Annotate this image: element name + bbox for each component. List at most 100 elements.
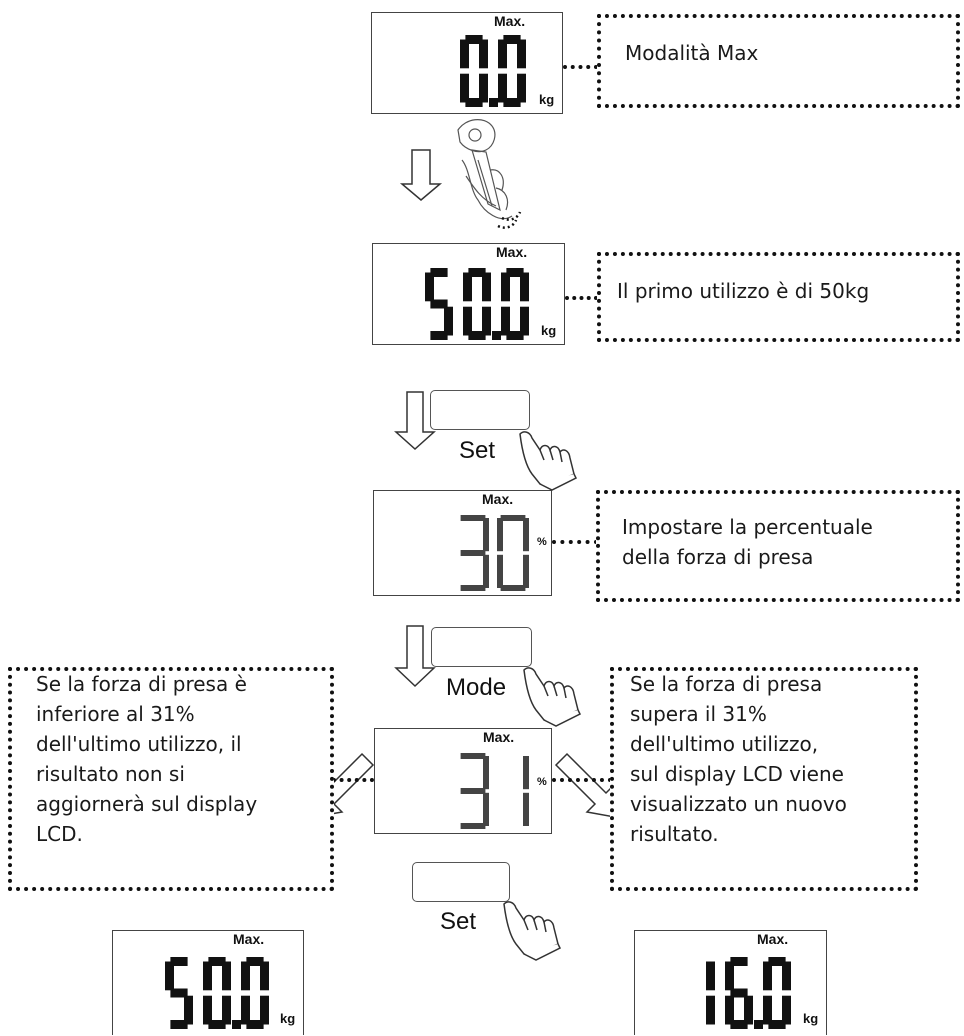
lcd-segment (170, 988, 188, 998)
lcd-segment (523, 756, 529, 790)
lcd-segment (203, 995, 212, 1025)
note-below-threshold: Se la forza di presa è inferiore al 31% … (8, 667, 334, 891)
lcd-segment (500, 515, 526, 521)
lcd-segment (744, 995, 753, 1025)
lcd-segment (468, 331, 486, 340)
mode-button[interactable] (431, 627, 532, 667)
lcd-segment (260, 961, 269, 991)
dotted-border-segment (8, 667, 334, 671)
lcd-segment (763, 961, 772, 991)
lcd-segment (170, 957, 188, 966)
note-text: Se la forza di presa supera il 31% dell'… (630, 672, 847, 846)
unit-label: % (537, 536, 547, 548)
lcd-segment (465, 35, 483, 44)
max-label: Max. (494, 13, 526, 29)
lcd-segment (246, 1020, 264, 1029)
lcd-segment (460, 73, 469, 103)
lcd-segment (463, 306, 472, 336)
lcd-segment (706, 961, 715, 991)
lcd-segment (430, 299, 448, 309)
lcd-segment (222, 995, 231, 1025)
max-label: Max. (482, 491, 514, 507)
lcd-segment (730, 1020, 748, 1029)
unit-label: kg (280, 1011, 296, 1026)
lcd-display-not-updated: Max. kg (112, 930, 304, 1035)
lcd-segment (460, 753, 486, 759)
note-text: Il primo utilizzo è di 50kg (617, 279, 870, 303)
max-label: Max. (757, 931, 789, 947)
lcd-segment (460, 788, 486, 794)
lcd-segment (782, 995, 791, 1025)
lcd-digits (706, 957, 791, 1029)
lcd-segment (730, 957, 748, 966)
lcd-segment (520, 306, 529, 336)
lcd-segment (460, 585, 486, 591)
lcd-segment (482, 306, 491, 336)
lcd-segment (497, 554, 503, 588)
note-max-mode: Modalità Max (597, 14, 960, 108)
dotted-connector (563, 65, 598, 69)
down-arrow-icon (394, 391, 436, 451)
lcd-digits (165, 957, 269, 1029)
lcd-segment (460, 39, 469, 69)
note-text: Modalità Max (625, 41, 759, 65)
lcd-segment (725, 995, 734, 1025)
lcd-segment (754, 1020, 763, 1029)
lcd-digits (425, 268, 529, 340)
lcd-segment (498, 39, 507, 69)
lcd-segment (479, 39, 488, 69)
dotted-border-segment (610, 667, 614, 891)
lcd-segment (241, 961, 250, 991)
lcd-digits (460, 35, 526, 107)
lcd-segment (260, 995, 269, 1025)
lcd-segment (501, 272, 510, 302)
lcd-segment (500, 585, 526, 591)
lcd-segment (730, 988, 748, 998)
lcd-segment (498, 73, 507, 103)
lcd-display-new-result: Max. kg (634, 930, 827, 1035)
lcd-segment (482, 272, 491, 302)
dotted-border-segment (330, 667, 334, 891)
dotted-connector (552, 540, 598, 544)
lcd-display-max-mode: Max. kg (371, 12, 563, 114)
lcd-segment (492, 331, 501, 340)
lcd-segment (497, 518, 503, 552)
max-label: Max. (233, 931, 265, 947)
dotted-connector (552, 778, 612, 782)
lcd-segment (520, 272, 529, 302)
lcd-digits (460, 753, 529, 829)
lcd-segment (483, 554, 489, 588)
lcd-segment (444, 306, 453, 336)
set-button[interactable] (412, 862, 510, 902)
lcd-segment (763, 995, 772, 1025)
finger-press-icon (503, 901, 562, 961)
lcd-segment (523, 554, 529, 588)
lcd-segment (184, 995, 193, 1025)
lcd-segment (463, 272, 472, 302)
lcd-display-threshold: Max. % (374, 728, 552, 834)
dotted-border-segment (610, 667, 918, 671)
lcd-segment (503, 35, 521, 44)
note-first-use: Il primo utilizzo è di 50kg (597, 252, 960, 342)
lcd-segment (483, 756, 489, 790)
lcd-segment (523, 792, 529, 826)
lcd-segment (246, 957, 264, 966)
lcd-segment (165, 961, 174, 991)
lcd-segment (489, 98, 498, 107)
lcd-segment (725, 961, 734, 991)
note-text: Impostare la percentuale della forza di … (622, 515, 873, 569)
lcd-segment (503, 98, 521, 107)
lcd-segment (517, 39, 526, 69)
lcd-segment (483, 518, 489, 552)
note-set-percent: Impostare la percentuale della forza di … (596, 490, 960, 602)
max-label: Max. (483, 729, 515, 745)
lcd-segment (768, 1020, 786, 1029)
set-button[interactable] (430, 390, 530, 430)
lcd-segment (468, 268, 486, 277)
lcd-display-first-use: Max. kg (372, 243, 565, 345)
unit-label: kg (541, 323, 557, 338)
lcd-segment (222, 961, 231, 991)
lcd-segment (706, 995, 715, 1025)
note-text: Se la forza di presa è inferiore al 31% … (36, 672, 258, 846)
